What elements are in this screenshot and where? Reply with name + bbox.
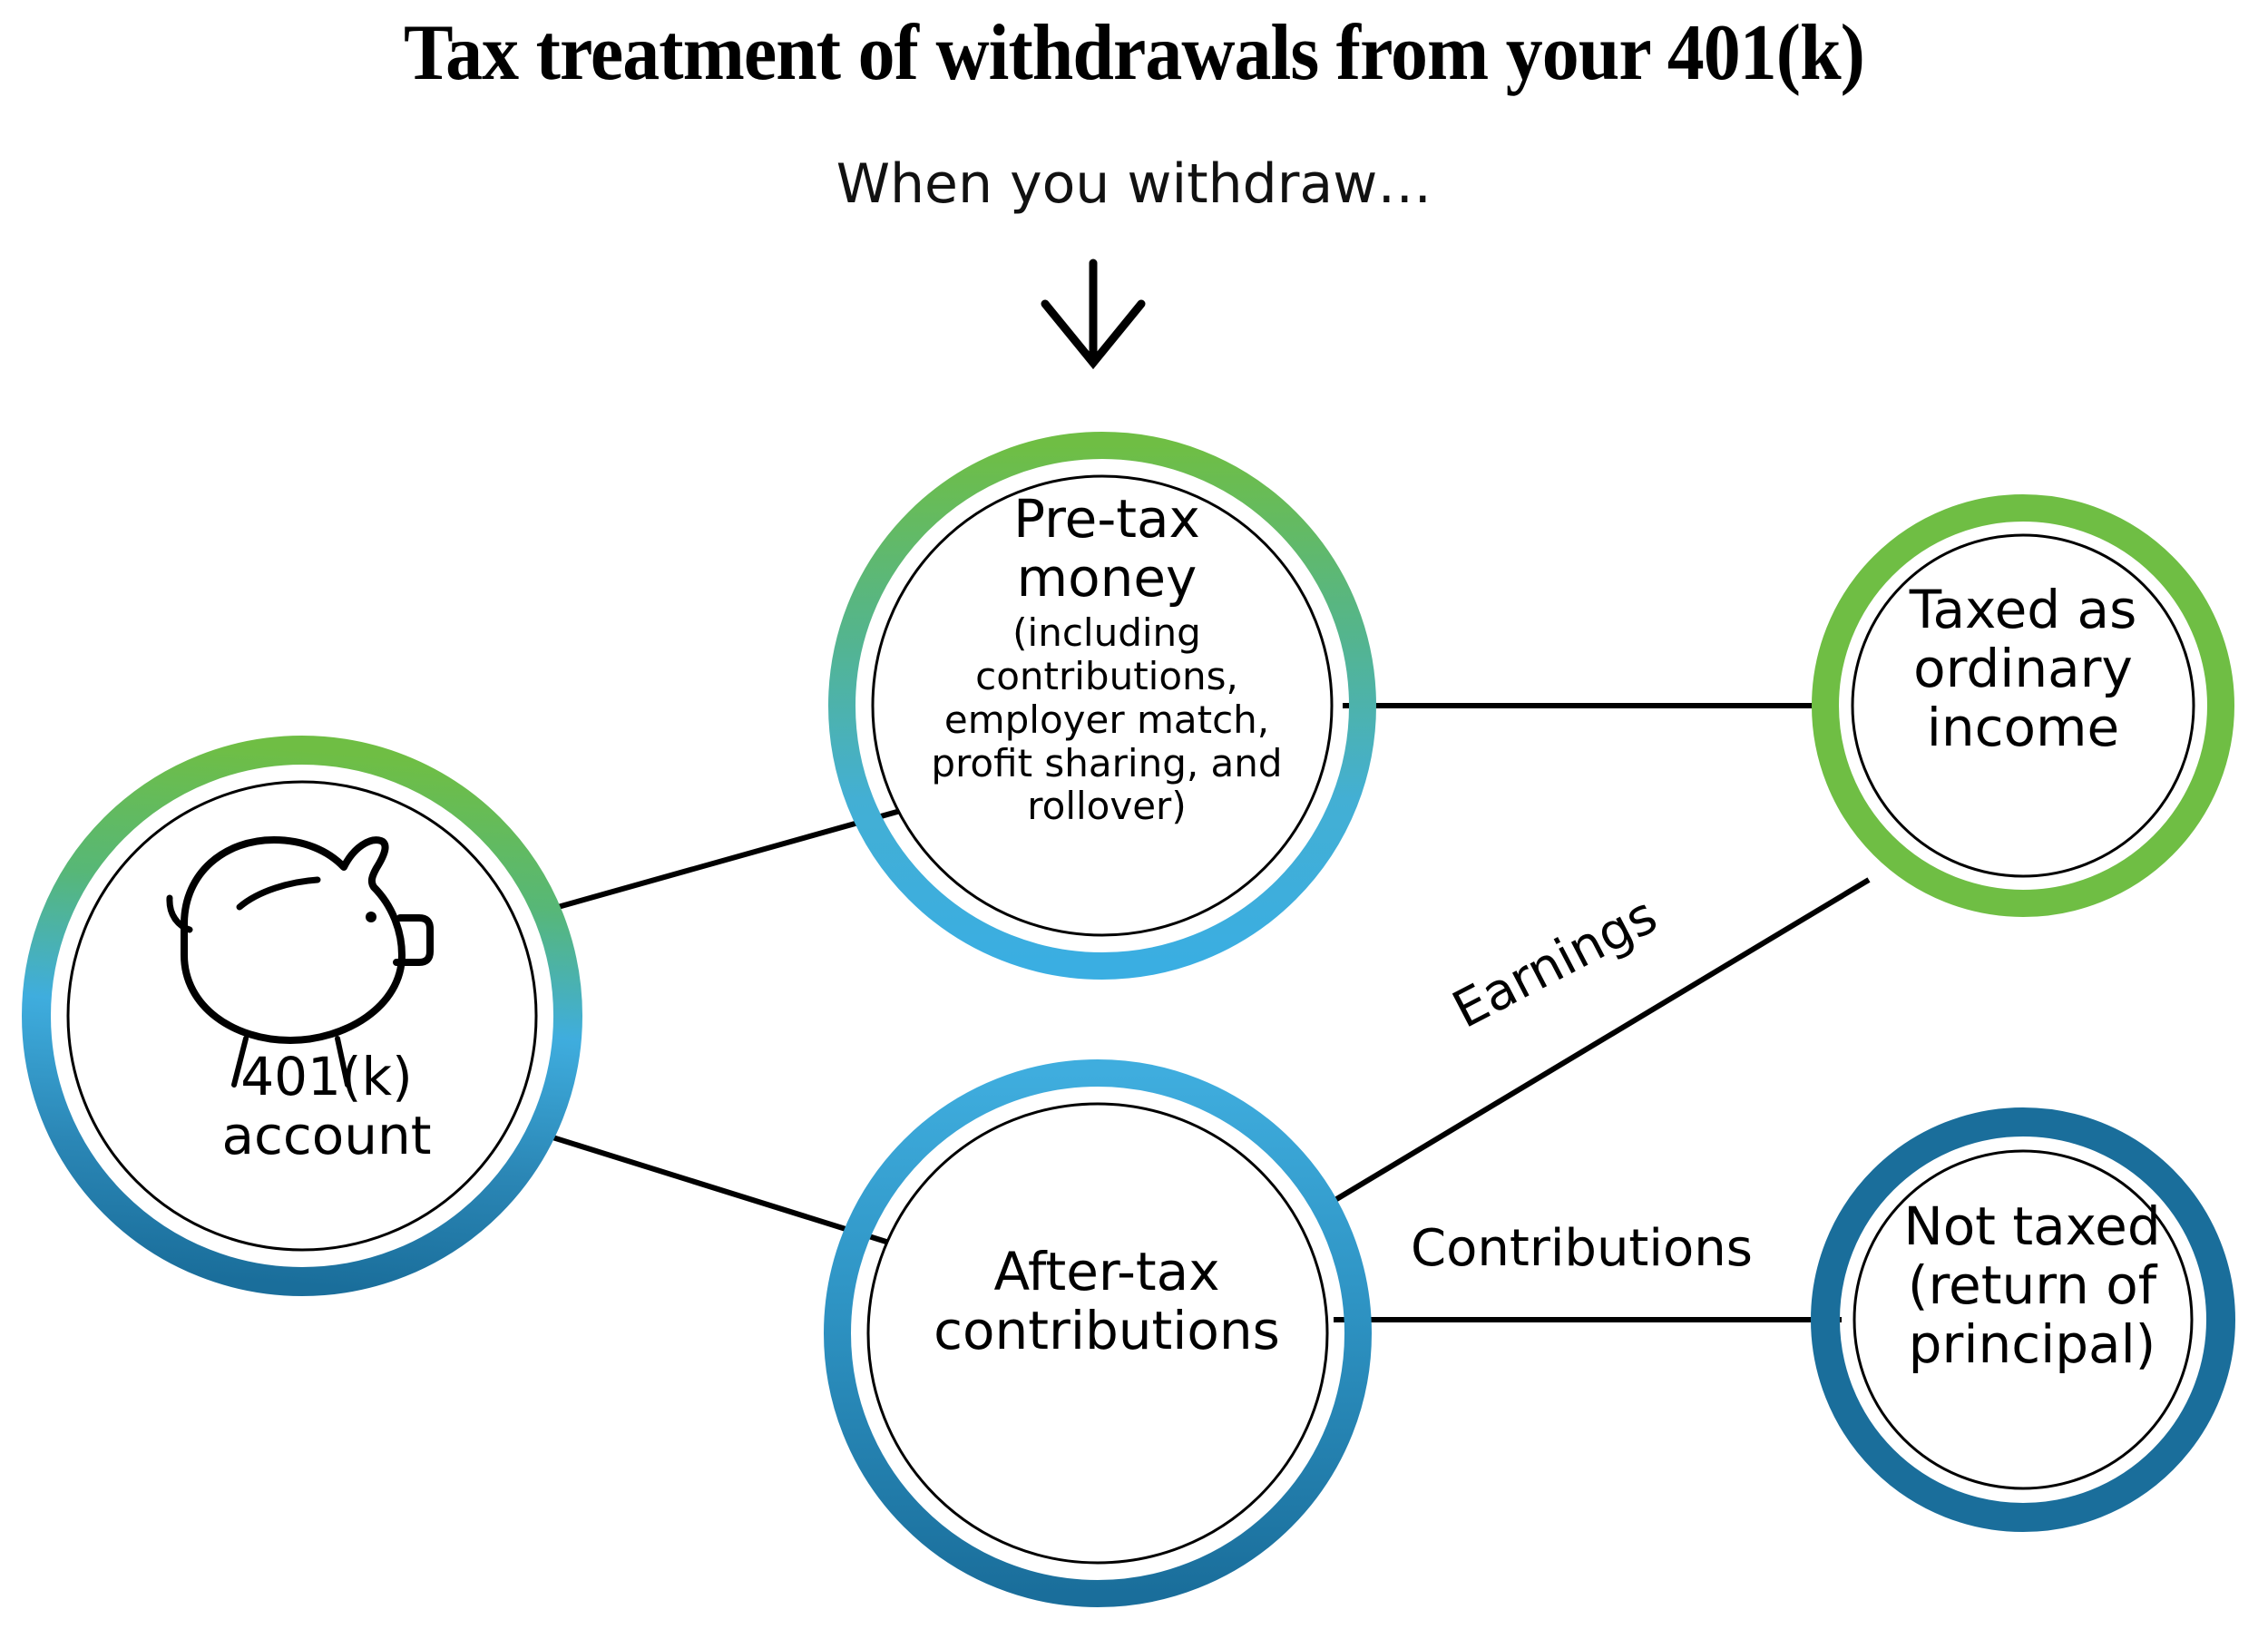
piggy-bank-icon <box>166 836 434 1088</box>
down-arrow-icon <box>1041 258 1146 370</box>
node-pre-tax-money-ring[interactable] <box>828 432 1376 980</box>
page-title: Tax treatment of withdrawals from your 4… <box>403 9 1865 97</box>
node-after-tax-contributions-ring[interactable] <box>824 1059 1372 1607</box>
node-taxed-as-ordinary-income-ring[interactable] <box>1812 494 2234 917</box>
edge-account-to-pretax <box>534 791 963 916</box>
node-not-taxed-ring[interactable] <box>1811 1107 2235 1532</box>
subtitle-when-you-withdraw: When you withdraw… <box>836 152 1432 216</box>
node-401k-account-ring[interactable] <box>22 736 582 1296</box>
edge-aftertax-to-taxed <box>1323 877 1871 1209</box>
